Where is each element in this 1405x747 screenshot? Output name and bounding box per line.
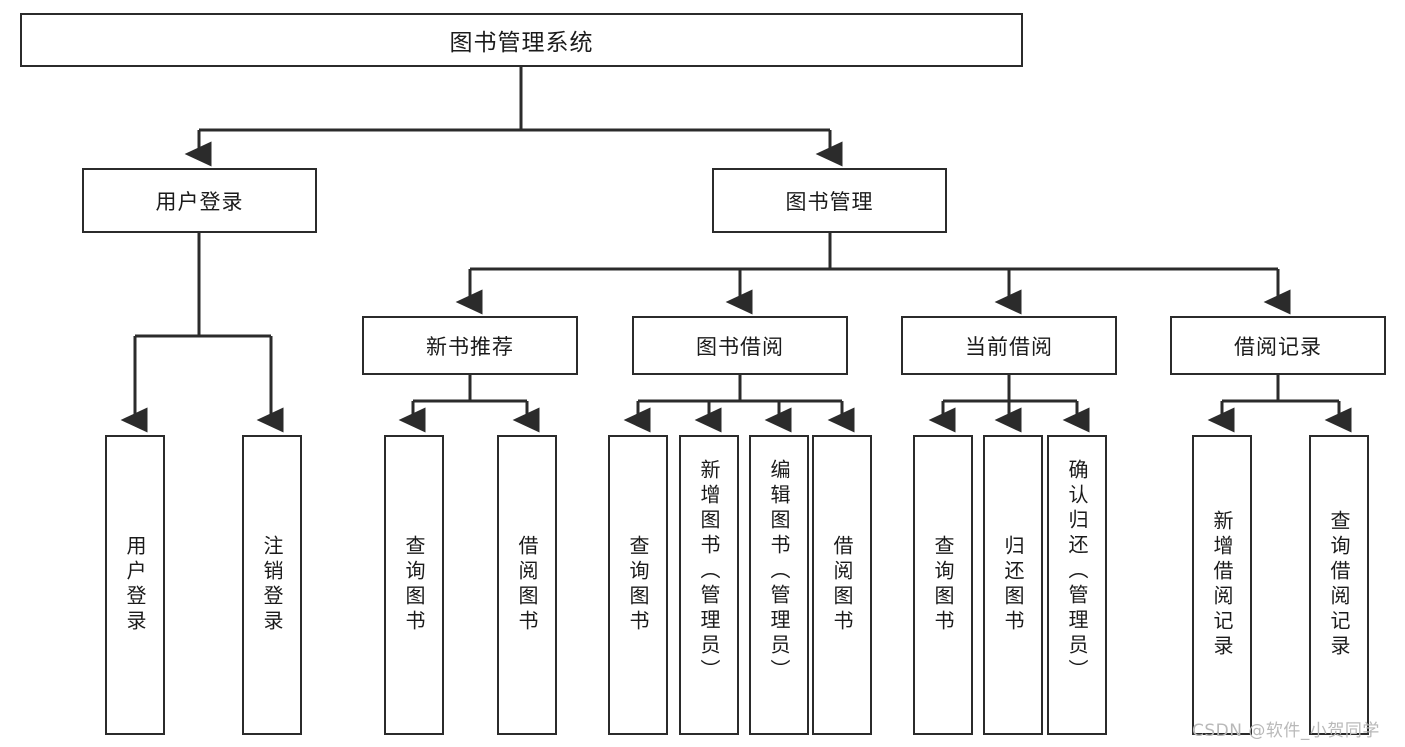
node-label: 用户登录 [123,535,147,635]
leaf-return-books[interactable]: 归还图书 [983,435,1043,735]
node-label: 新书推荐 [426,334,514,359]
leaf-query-borrow-record[interactable]: 查询借阅记录 [1309,435,1369,735]
leaf-newbook-borrow-books[interactable]: 借阅图书 [497,435,557,735]
node-new-book-recommend[interactable]: 新书推荐 [362,316,578,375]
node-current-borrow[interactable]: 当前借阅 [901,316,1117,375]
node-label: 借阅图书 [515,535,539,635]
edges-bookborrow-to-leaves [623,375,855,433]
leaf-confirm-return-admin[interactable]: 确认归还（管理员） [1047,435,1107,735]
node-label: 图书管理 [785,189,874,214]
edges-bookmgmt-to-level3 [455,233,1291,315]
node-label: 查询图书 [626,535,650,635]
edges-newbook-to-leaves [398,375,540,433]
node-label: 当前借阅 [965,334,1053,359]
node-label: 新增图书（管理员） [697,459,721,684]
node-label: 确认归还（管理员） [1065,459,1089,684]
leaf-current-query-books[interactable]: 查询图书 [913,435,973,735]
node-label: 借阅图书 [830,535,854,635]
csdn-watermark: CSDN @软件_小贺同学 [1192,721,1380,741]
node-borrow-record[interactable]: 借阅记录 [1170,316,1386,375]
leaf-newbook-query-books[interactable]: 查询图书 [384,435,444,735]
node-label: 查询图书 [402,535,426,635]
leaf-borrow-query-books[interactable]: 查询图书 [608,435,668,735]
node-book-borrow[interactable]: 图书借阅 [632,316,848,375]
leaf-edit-book-admin[interactable]: 编辑图书（管理员） [749,435,809,735]
node-label: 图书借阅 [696,334,784,359]
node-label: 编辑图书（管理员） [767,459,791,684]
node-label: 图书管理系统 [449,30,594,56]
edges-borrowrecord-to-leaves [1207,375,1352,433]
edges-userlogin-to-leaves [120,233,284,433]
node-user-login[interactable]: 用户登录 [82,168,317,233]
leaf-add-book-admin[interactable]: 新增图书（管理员） [679,435,739,735]
node-label: 归还图书 [1001,535,1025,635]
edges-root-to-level2 [184,67,843,167]
node-label: 新增借阅记录 [1210,510,1234,660]
node-label: 注销登录 [260,535,284,635]
leaf-add-borrow-record[interactable]: 新增借阅记录 [1192,435,1252,735]
edges-currentborrow-to-leaves [928,375,1090,433]
node-label: 借阅记录 [1234,334,1322,359]
node-label: 查询借阅记录 [1327,510,1351,660]
node-book-management[interactable]: 图书管理 [712,168,947,233]
node-label: 用户登录 [155,189,244,214]
leaf-logout[interactable]: 注销登录 [242,435,302,735]
leaf-borrow-books[interactable]: 借阅图书 [812,435,872,735]
node-root-book-management-system[interactable]: 图书管理系统 [20,13,1023,67]
node-label: 查询图书 [931,535,955,635]
leaf-user-login[interactable]: 用户登录 [105,435,165,735]
